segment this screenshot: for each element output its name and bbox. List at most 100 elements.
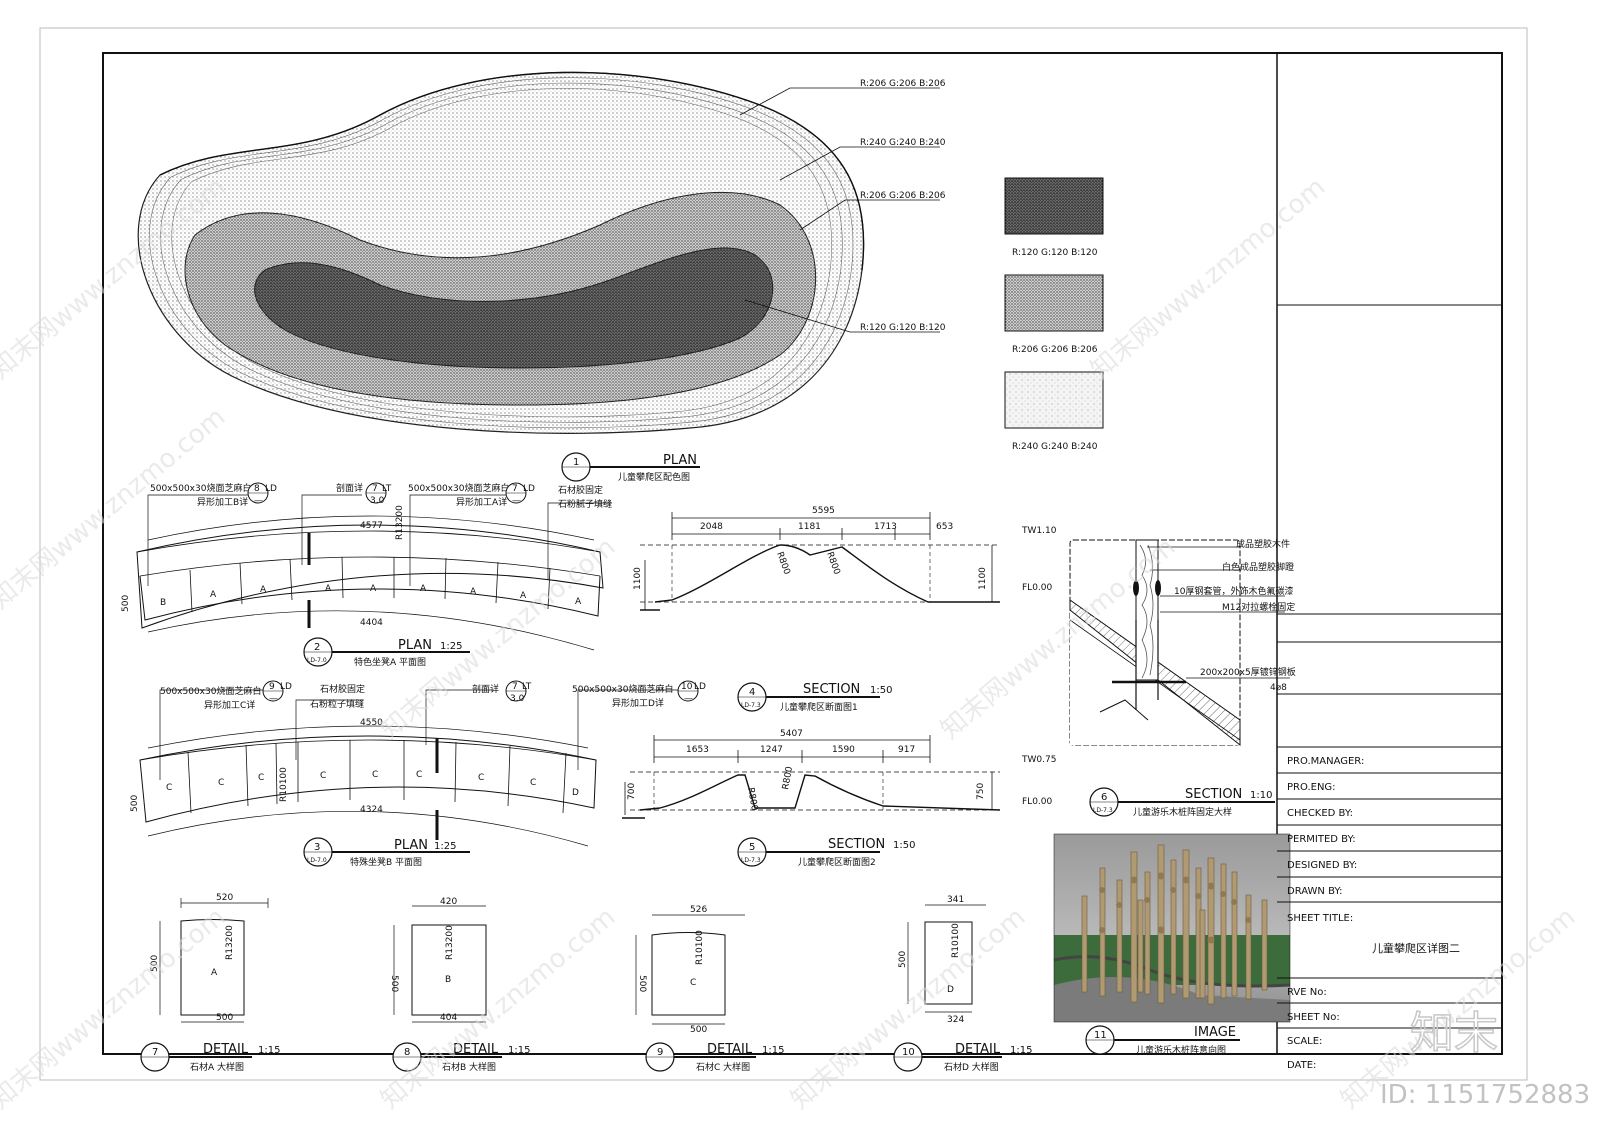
svg-text:PLAN: PLAN — [394, 838, 428, 853]
svg-text:1100: 1100 — [978, 567, 988, 590]
svg-text:750: 750 — [976, 783, 986, 800]
svg-text:石材A 大样图: 石材A 大样图 — [190, 1061, 244, 1073]
svg-text:LD: LD — [523, 484, 535, 494]
svg-text:341: 341 — [947, 895, 964, 905]
svg-text:PLAN: PLAN — [663, 453, 697, 468]
svg-text:儿童攀爬区断面图1: 儿童攀爬区断面图1 — [780, 701, 858, 713]
title-plan-a: 2 LD-7.0 PLAN 1:25 特色坐凳A 平面图 — [303, 637, 470, 668]
svg-text:石材C 大样图: 石材C 大样图 — [696, 1061, 750, 1073]
image-render — [1053, 833, 1291, 1023]
svg-text:500x500x30烧面芝麻白: 500x500x30烧面芝麻白 — [408, 482, 509, 494]
svg-text:LD: LD — [694, 682, 706, 692]
title-detail-d: 10 DETAIL 1:15 石材D 大样图 — [893, 1042, 1032, 1073]
title-detail-c: 9 DETAIL 1:15 石材C 大样图 — [645, 1042, 784, 1073]
svg-text:特色坐凳A 平面图: 特色坐凳A 平面图 — [354, 656, 426, 668]
svg-text:1590: 1590 — [832, 745, 855, 755]
title-image: 11 IMAGE 儿童游乐木桩阵意向图 — [1085, 1025, 1240, 1056]
svg-text:TW1.10: TW1.10 — [1021, 526, 1057, 536]
detail-d — [907, 904, 986, 1013]
swatch-mid — [1004, 274, 1104, 332]
svg-text:9: 9 — [269, 682, 275, 692]
svg-text:SECTION: SECTION — [828, 837, 885, 852]
svg-text:2: 2 — [314, 642, 320, 653]
svg-text:R10100: R10100 — [695, 930, 705, 965]
svg-text:R800: R800 — [781, 765, 795, 790]
svg-text:6: 6 — [1101, 792, 1107, 803]
svg-text:DETAIL: DETAIL — [203, 1042, 249, 1057]
svg-text:B: B — [445, 975, 451, 985]
svg-text:A: A — [370, 584, 377, 594]
svg-text:DETAIL: DETAIL — [453, 1042, 499, 1057]
svg-text:500: 500 — [130, 795, 140, 812]
svg-text:成品塑胶木件: 成品塑胶木件 — [1236, 538, 1290, 550]
svg-text:3.0: 3.0 — [370, 496, 385, 506]
outer-border — [39, 27, 1528, 1081]
svg-text:R800: R800 — [824, 551, 842, 577]
svg-text:A: A — [260, 585, 267, 595]
svg-text:917: 917 — [898, 745, 915, 755]
plan-main — [137, 71, 865, 434]
svg-text:儿童游乐木桩阵意向图: 儿童游乐木桩阵意向图 — [1136, 1044, 1226, 1056]
section-2 — [622, 735, 1001, 819]
section-1 — [640, 512, 1000, 611]
section-6 — [1069, 539, 1241, 747]
svg-text:R13200: R13200 — [445, 925, 455, 960]
title-block — [1277, 304, 1502, 1029]
svg-text:500: 500 — [121, 595, 131, 612]
title-section-2: 5 LD-7.3 SECTION 1:50 儿童攀爬区断面图2 — [737, 837, 915, 868]
svg-text:4324: 4324 — [360, 805, 383, 815]
svg-text:A: A — [210, 590, 217, 600]
svg-text:知末网www.znzmo.com: 知末网www.znzmo.com — [0, 402, 231, 615]
svg-text:LT: LT — [382, 484, 392, 494]
svg-text:7: 7 — [372, 484, 378, 494]
svg-text:500: 500 — [898, 951, 908, 968]
svg-text:1:50: 1:50 — [893, 840, 915, 851]
svg-text:石材胶固定: 石材胶固定 — [320, 683, 365, 695]
svg-text:C: C — [320, 771, 326, 781]
svg-text:1: 1 — [573, 457, 579, 468]
svg-text:1:25: 1:25 — [434, 841, 456, 852]
svg-text:4404: 4404 — [360, 618, 383, 628]
plan-main-callouts — [739, 87, 940, 333]
svg-text:A: A — [520, 591, 527, 601]
svg-text:5: 5 — [749, 842, 755, 853]
svg-text:石粉粒子填缝: 石粉粒子填缝 — [310, 698, 364, 710]
plan-a — [136, 515, 604, 651]
svg-text:—: — — [254, 496, 263, 506]
svg-text:B: B — [160, 598, 166, 608]
tb-sheet-title: 儿童攀爬区详图二 — [1372, 941, 1460, 955]
title-section-6: 6 LD-7.3 SECTION 1:10 儿童游乐木桩阵固定大样 — [1089, 787, 1275, 818]
swatch-light-label: R:240 G:240 B:240 — [1012, 442, 1098, 452]
svg-text:4550: 4550 — [360, 718, 383, 728]
svg-text:R800: R800 — [745, 787, 759, 812]
svg-text:9: 9 — [657, 1047, 663, 1058]
svg-text:5595: 5595 — [812, 506, 835, 516]
svg-text:儿童攀爬区配色图: 儿童攀爬区配色图 — [618, 471, 690, 483]
svg-text:4577: 4577 — [360, 521, 383, 531]
svg-text:1653: 1653 — [686, 745, 709, 755]
svg-text:LD-7.0: LD-7.0 — [307, 657, 327, 664]
tb-sheet-no: SHEET No: — [1287, 1012, 1340, 1023]
svg-text:700: 700 — [627, 783, 637, 800]
svg-text:420: 420 — [440, 897, 457, 907]
svg-text:FL0.00: FL0.00 — [1022, 583, 1053, 593]
swatch-mid-label: R:206 G:206 B:206 — [1012, 345, 1098, 355]
svg-text:1713: 1713 — [874, 522, 897, 532]
detail-a — [159, 898, 269, 1023]
tb-drawn: DRAWN BY: — [1287, 886, 1343, 897]
svg-text:TW0.75: TW0.75 — [1021, 755, 1056, 765]
svg-text:3.0: 3.0 — [510, 694, 525, 704]
svg-text:5407: 5407 — [780, 729, 803, 739]
svg-text:剖面详: 剖面详 — [336, 482, 363, 494]
tb-scale: SCALE: — [1287, 1036, 1322, 1047]
title-detail-b: 8 DETAIL 1:15 石材B 大样图 — [392, 1042, 530, 1073]
svg-text:7: 7 — [512, 682, 518, 692]
title-plan-b: 3 LD-7.0 PLAN 1:25 特殊坐凳B 平面图 — [303, 837, 470, 868]
svg-text:M12对拉螺栓固定: M12对拉螺栓固定 — [1222, 601, 1295, 613]
svg-text:异形加工D详: 异形加工D详 — [612, 697, 664, 709]
svg-text:石材D 大样图: 石材D 大样图 — [944, 1061, 999, 1073]
svg-text:500: 500 — [150, 955, 160, 972]
title-detail-a: 7 DETAIL 1:15 石材A 大样图 — [140, 1042, 280, 1073]
svg-text:R800: R800 — [774, 551, 792, 577]
